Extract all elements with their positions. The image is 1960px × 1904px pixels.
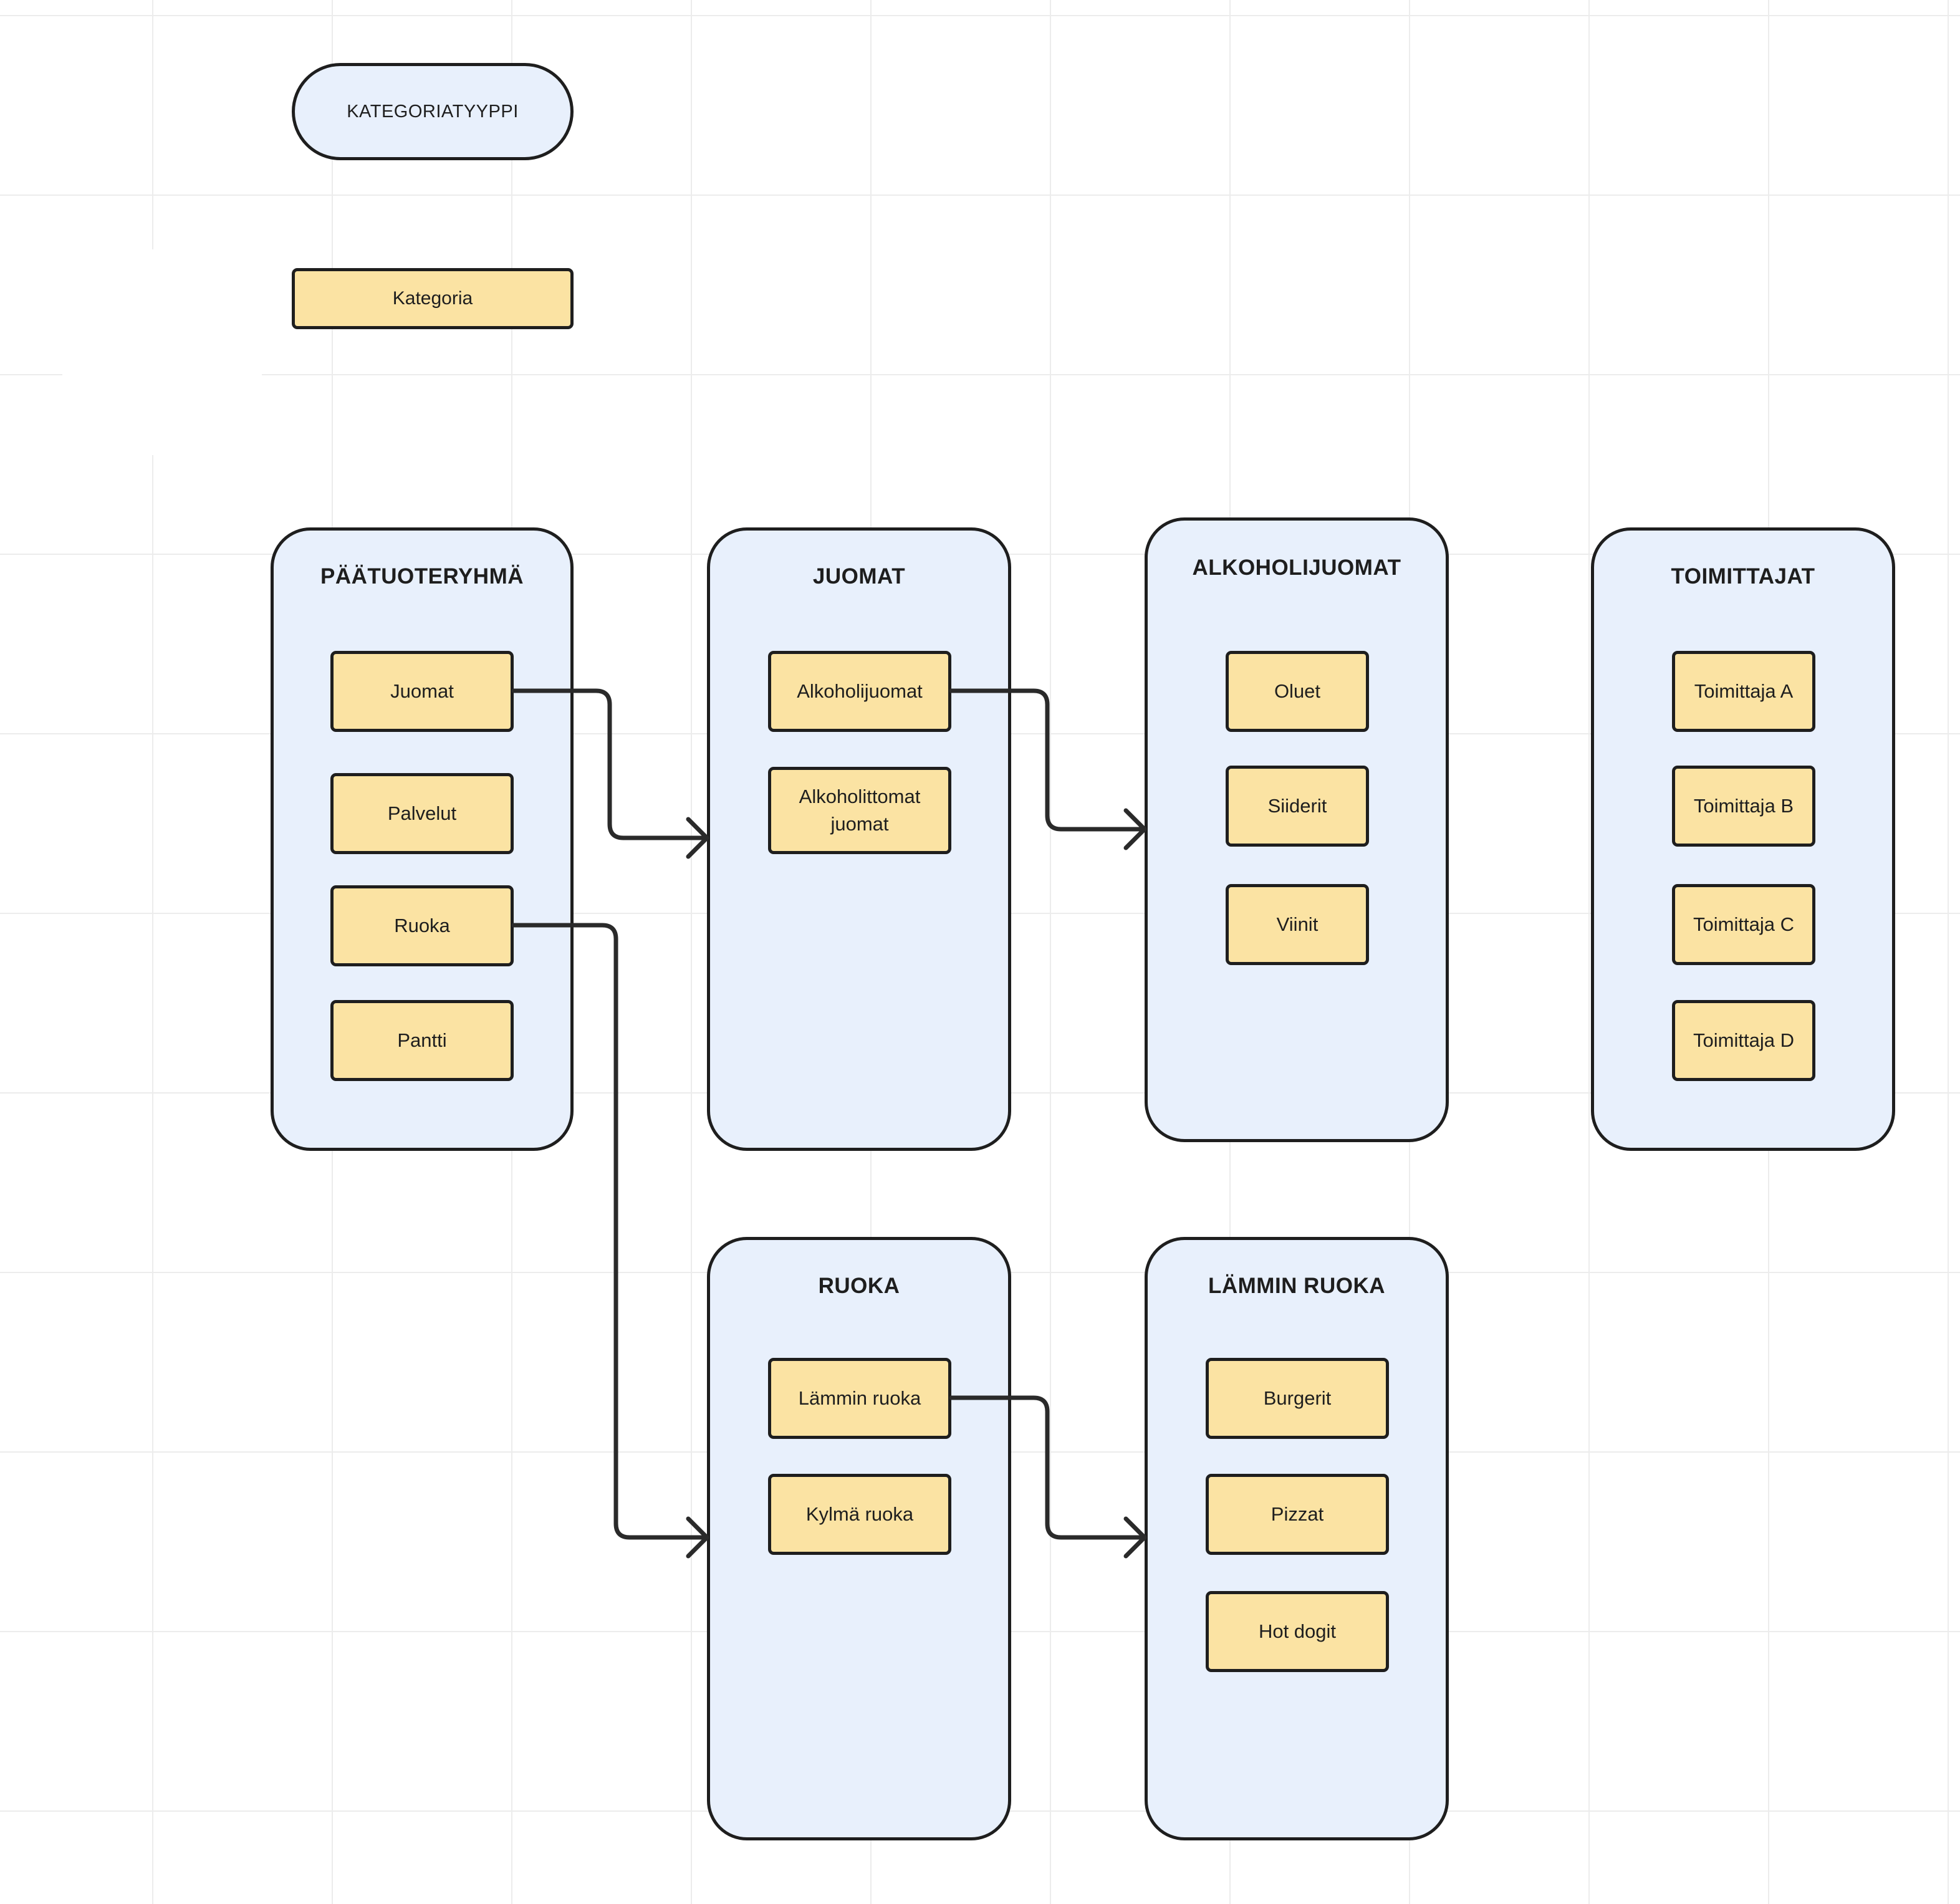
arrowhead-ruoka-group	[686, 1516, 709, 1559]
category-kylma-ruoka[interactable]: Kylmä ruoka	[768, 1474, 951, 1555]
group-title: TOIMITTAJAT	[1671, 564, 1815, 589]
arrowhead-lammin-ruoka-group	[1123, 1516, 1147, 1559]
category-ruoka[interactable]: Ruoka	[330, 885, 514, 966]
group-title: JUOMAT	[812, 564, 906, 589]
category-hot-dogit[interactable]: Hot dogit	[1206, 1591, 1389, 1672]
category-lammin-ruoka[interactable]: Lämmin ruoka	[768, 1358, 951, 1439]
category-oluet[interactable]: Oluet	[1226, 651, 1369, 732]
category-toimittaja-b[interactable]: Toimittaja B	[1672, 766, 1815, 847]
category-burgerit[interactable]: Burgerit	[1206, 1358, 1389, 1439]
category-alkoholittomat-juomat[interactable]: Alkoholittomat juomat	[768, 767, 951, 854]
group-title: PÄÄTUOTERYHMÄ	[320, 564, 524, 589]
category-palvelut[interactable]: Palvelut	[330, 773, 514, 854]
category-viinit[interactable]: Viinit	[1226, 884, 1369, 965]
group-title: ALKOHOLIJUOMAT	[1192, 555, 1401, 580]
category-toimittaja-a[interactable]: Toimittaja A	[1672, 651, 1815, 732]
arrowhead-juomat-group	[686, 817, 709, 859]
category-pantti[interactable]: Pantti	[330, 1000, 514, 1081]
legend-category-label: Kategoria	[392, 288, 473, 309]
group-title: LÄMMIN RUOKA	[1208, 1274, 1386, 1298]
category-juomat[interactable]: Juomat	[330, 651, 514, 732]
canvas-blank-area	[62, 249, 262, 455]
category-toimittaja-d[interactable]: Toimittaja D	[1672, 1000, 1815, 1081]
category-toimittaja-c[interactable]: Toimittaja C	[1672, 884, 1815, 965]
category-siiderit[interactable]: Siiderit	[1226, 766, 1369, 847]
legend-category-type[interactable]: KATEGORIATYYPPI	[292, 63, 574, 160]
legend-category[interactable]: Kategoria	[292, 268, 574, 329]
arrowhead-alkoholijuomat-group	[1123, 808, 1147, 850]
category-alkoholijuomat[interactable]: Alkoholijuomat	[768, 651, 951, 732]
legend-category-type-label: KATEGORIATYYPPI	[347, 101, 519, 122]
group-title: RUOKA	[818, 1274, 900, 1298]
category-pizzat[interactable]: Pizzat	[1206, 1474, 1389, 1555]
